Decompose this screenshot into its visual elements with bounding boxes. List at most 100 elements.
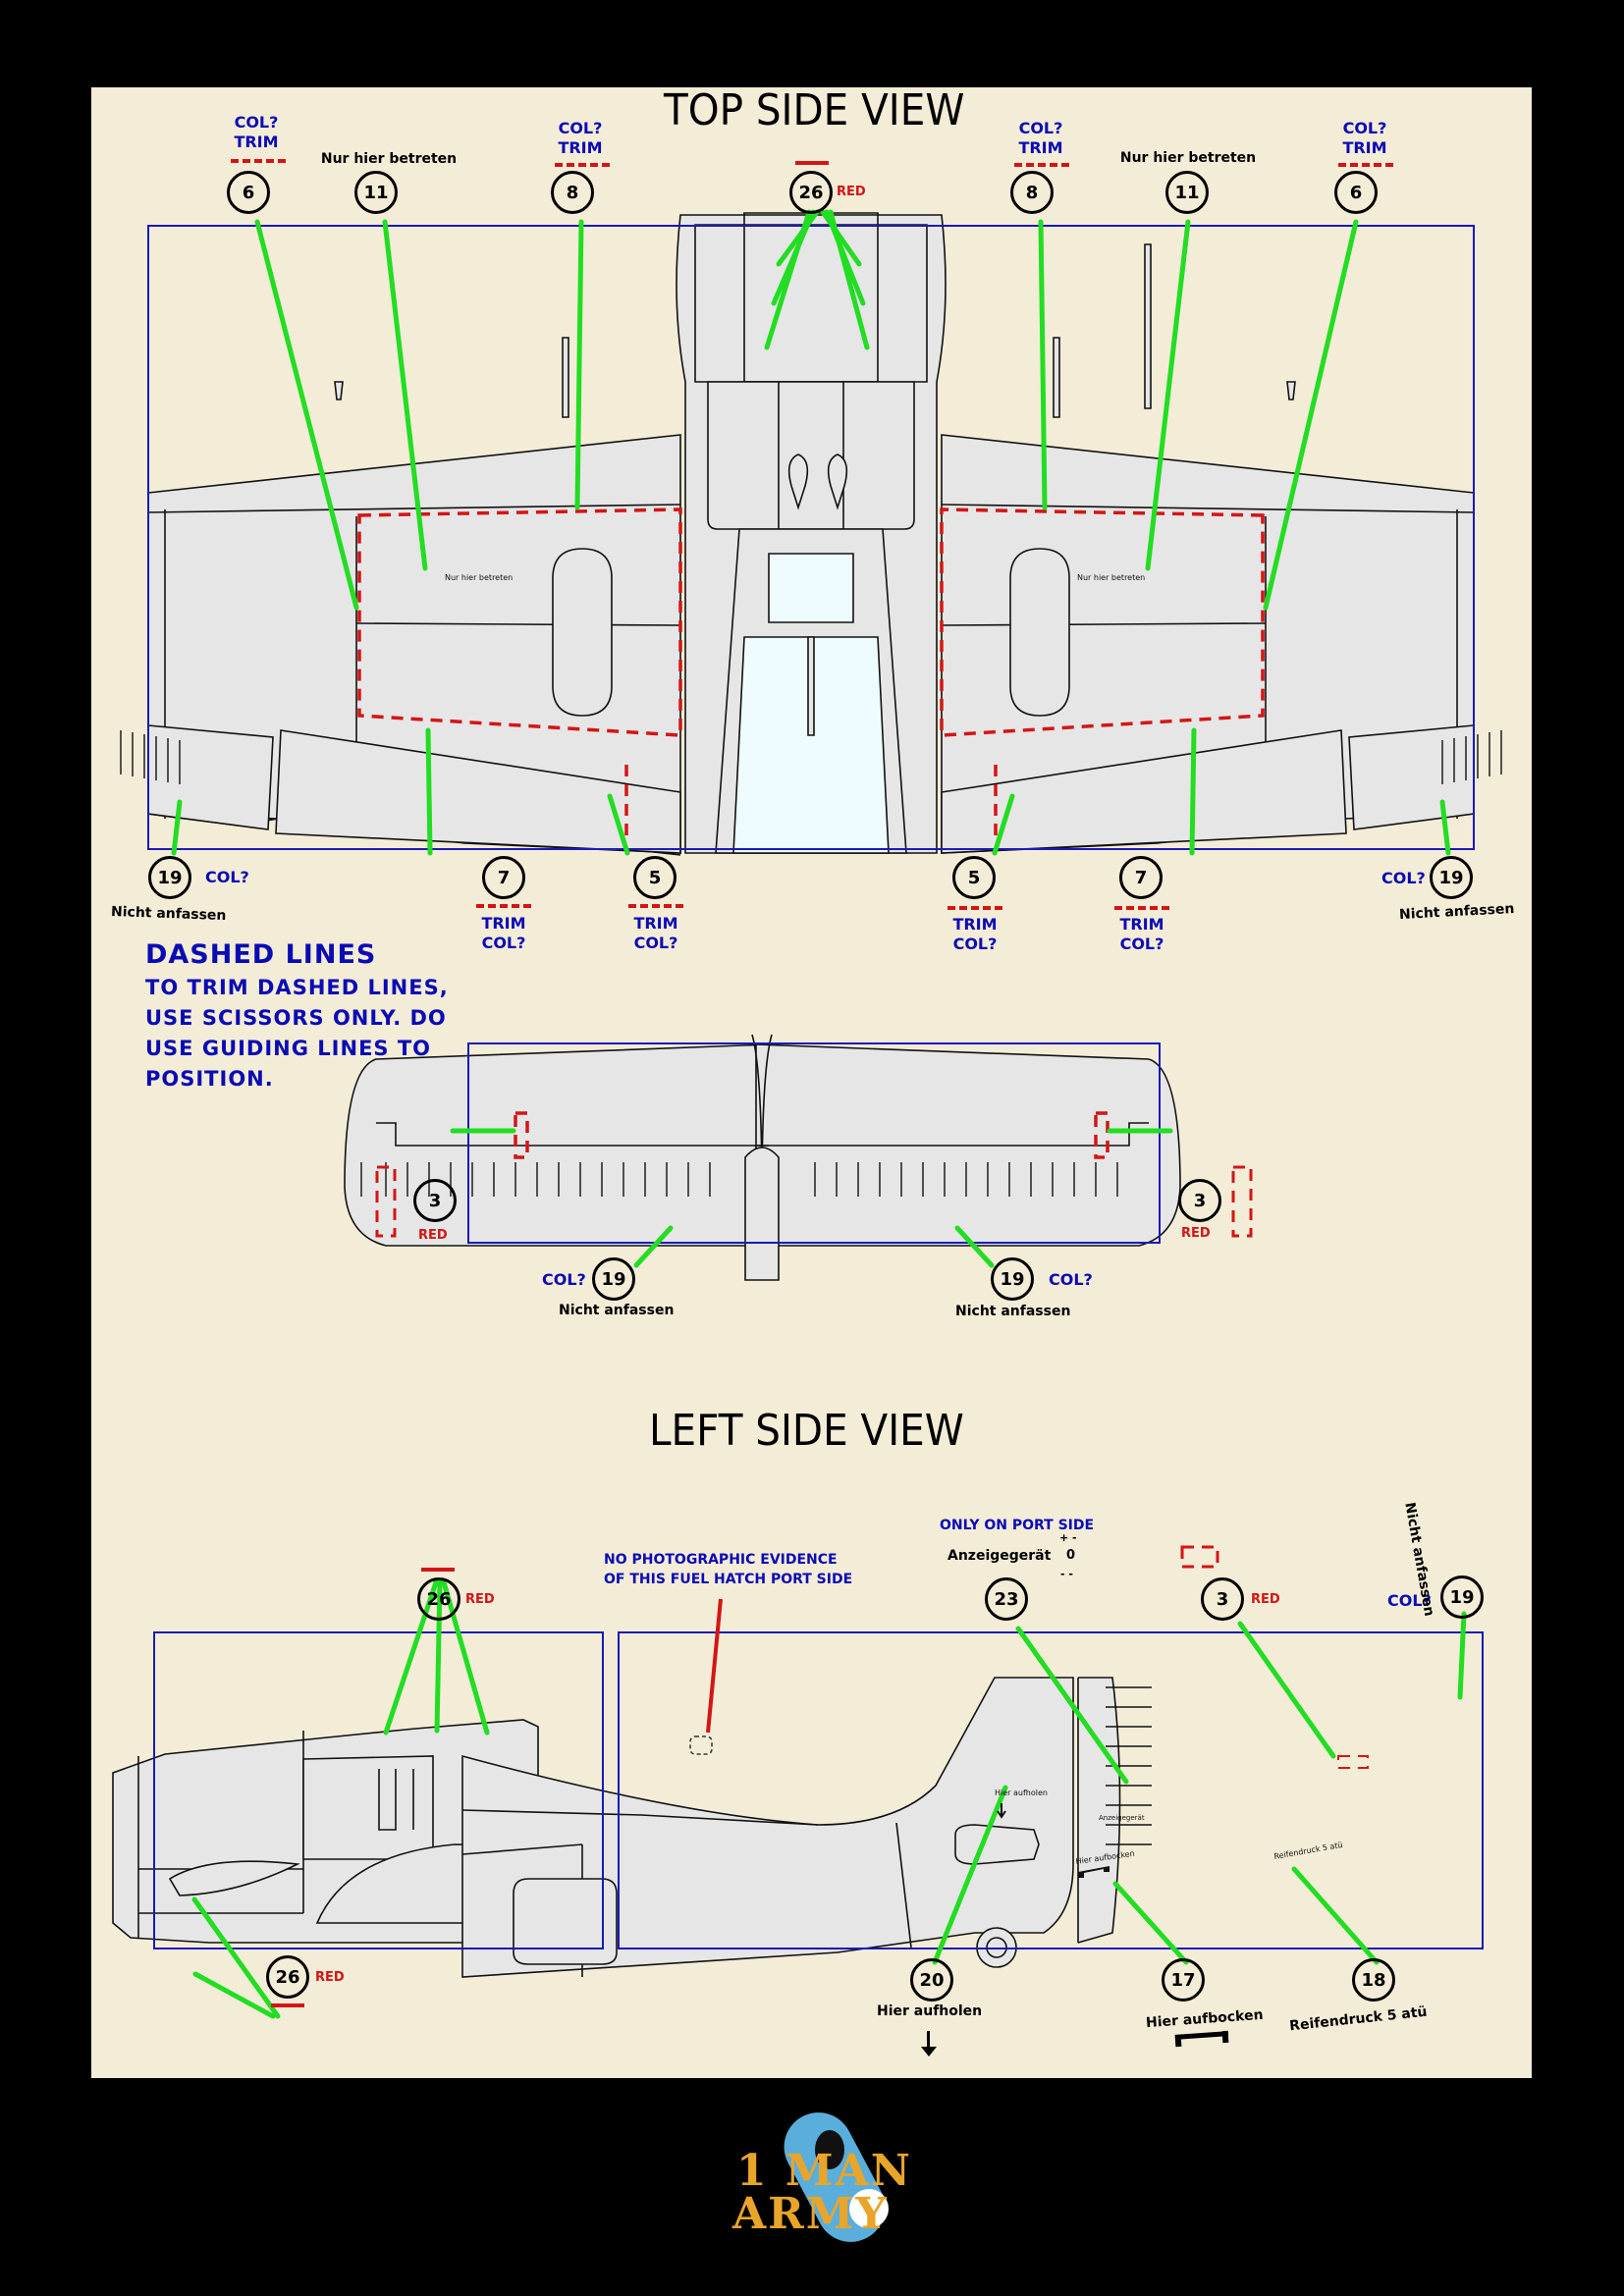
stencil-reifendruck: Reifendruck 5 atü bbox=[1273, 1841, 1343, 1861]
callout-8: 8 bbox=[551, 171, 594, 214]
solid-red-marker bbox=[271, 2003, 304, 2007]
callout-19: 19 bbox=[148, 856, 191, 899]
callout-17: 17 bbox=[1162, 1958, 1205, 2002]
stencil-anzeigegeraet: Anzeigegerät bbox=[1099, 1814, 1145, 1822]
label-col-trim: COL?TRIM bbox=[1018, 119, 1063, 157]
gauge-zero: 0 bbox=[1066, 1548, 1076, 1563]
port-side-note: ONLY ON PORT SIDE bbox=[940, 1518, 1095, 1533]
jack-bracket-left-leg bbox=[1174, 2034, 1182, 2048]
trim-dash-marker bbox=[947, 906, 1002, 910]
top-view-title: TOP SIDE VIEW bbox=[664, 85, 965, 135]
callout-3: 3 bbox=[1201, 1577, 1244, 1621]
down-arrow-head-icon bbox=[921, 2047, 937, 2056]
callout-19: 19 bbox=[592, 1257, 635, 1301]
solid-red-marker bbox=[795, 161, 829, 165]
trim-dash-marker bbox=[231, 159, 286, 163]
tail-view-frame bbox=[467, 1042, 1161, 1244]
trim-dash-marker bbox=[1338, 163, 1393, 167]
left-view-title: LEFT SIDE VIEW bbox=[649, 1406, 964, 1456]
gauge-plus-minus: + - bbox=[1059, 1531, 1077, 1544]
caption-nicht-anfassen: Nicht anfassen bbox=[559, 1303, 675, 1318]
callout-26: 26 bbox=[789, 171, 833, 214]
callout-5: 5 bbox=[633, 856, 677, 899]
wing-stencil-left: Nur hier betreten bbox=[445, 573, 513, 582]
callout-19: 19 bbox=[991, 1257, 1034, 1301]
tag-red: RED bbox=[837, 185, 866, 199]
trim-box-marker bbox=[1182, 1547, 1218, 1567]
tag-col: COL? bbox=[1387, 1591, 1432, 1610]
caption-nur-hier-betreten: Nur hier betreten bbox=[1119, 150, 1257, 166]
label-col-trim: COL?TRIM bbox=[1342, 119, 1387, 157]
note-line: POSITION. bbox=[145, 1067, 274, 1091]
wing-stencil-right: Nur hier betreten bbox=[1077, 573, 1145, 582]
note-line: USE GUIDING LINES TO bbox=[145, 1037, 432, 1060]
callout-8: 8 bbox=[1010, 171, 1054, 214]
callout-19: 19 bbox=[1430, 856, 1473, 899]
callout-3: 3 bbox=[1178, 1179, 1221, 1222]
callout-26: 26 bbox=[266, 1955, 309, 1999]
callout-5: 5 bbox=[952, 856, 996, 899]
top-view-aircraft bbox=[147, 212, 1475, 856]
callout-6: 6 bbox=[1334, 171, 1378, 214]
callout-7: 7 bbox=[1119, 856, 1163, 899]
callout-7: 7 bbox=[482, 856, 525, 899]
logo-cloud bbox=[849, 2189, 889, 2228]
label-col-trim: COL?TRIM bbox=[234, 113, 279, 151]
caption-hier-aufholen: Hier aufholen bbox=[877, 2003, 983, 2019]
label-col-trim: COL?TRIM bbox=[558, 119, 603, 157]
down-arrow-icon bbox=[927, 2031, 930, 2051]
drawing-canvas: Nur hier betreten Nur hier betreten Hier… bbox=[112, 209, 1502, 2019]
jack-point-mark bbox=[1078, 1866, 1110, 1878]
tag-red: RED bbox=[418, 1228, 448, 1243]
note-line: TO TRIM DASHED LINES, bbox=[145, 976, 449, 999]
left-view-rear-frame bbox=[153, 1631, 604, 1949]
callout-18: 18 bbox=[1352, 1958, 1395, 2002]
tag-col: COL? bbox=[1049, 1270, 1093, 1289]
tag-red: RED bbox=[1251, 1592, 1280, 1607]
stencil-hier-aufholen: Hier aufholen bbox=[995, 1789, 1048, 1797]
note-heading: DASHED LINES bbox=[145, 939, 377, 970]
instruction-sheet: TOP SIDE VIEW LEFT SIDE VIEW bbox=[91, 85, 1532, 2078]
solid-red-marker bbox=[421, 1568, 455, 1572]
brand-logo: 1 MAN ARMY bbox=[707, 2100, 933, 2255]
left-view-main-frame bbox=[618, 1631, 1484, 1949]
callout-11: 11 bbox=[1165, 171, 1209, 214]
trim-dash-marker bbox=[1114, 906, 1169, 910]
tag-col: COL? bbox=[1381, 869, 1426, 887]
jack-bracket-right-leg bbox=[1221, 2030, 1229, 2044]
trim-dash-marker bbox=[555, 163, 610, 167]
callout-6: 6 bbox=[227, 171, 270, 214]
tag-red: RED bbox=[465, 1592, 495, 1607]
left-view-main-fuselage bbox=[461, 1677, 1121, 1978]
callout-23: 23 bbox=[985, 1577, 1028, 1621]
callout-26: 26 bbox=[417, 1577, 460, 1621]
top-view-frame bbox=[147, 225, 1475, 850]
caption-nicht-anfassen: Nicht anfassen bbox=[955, 1304, 1071, 1319]
trim-dash-marker bbox=[1014, 163, 1069, 167]
dashed-lines-note: DASHED LINES TO TRIM DASHED LINES, USE S… bbox=[145, 937, 449, 1095]
note-line: USE SCISSORS ONLY. DO bbox=[145, 1006, 447, 1030]
caption-nicht-anfassen: Nicht anfassen bbox=[110, 903, 227, 925]
tag-red: RED bbox=[1181, 1226, 1211, 1241]
tag-col: COL? bbox=[542, 1270, 586, 1289]
tag-col: COL? bbox=[205, 868, 249, 886]
trim-dash-marker bbox=[628, 904, 683, 908]
logo-text-line1: 1 MAN bbox=[736, 2146, 912, 2196]
callout-20: 20 bbox=[910, 1958, 953, 2002]
hoist-arrow-mark bbox=[997, 1803, 1006, 1819]
callout-3: 3 bbox=[413, 1179, 457, 1222]
logo-eagle-silhouette bbox=[815, 2130, 844, 2169]
gauge-label: Anzeigegerät bbox=[947, 1548, 1052, 1564]
caption-nur-hier-betreten: Nur hier betreten bbox=[320, 151, 458, 167]
logo-text-line2: ARMY bbox=[732, 2189, 889, 2239]
callout-11: 11 bbox=[354, 171, 398, 214]
callout-19: 19 bbox=[1440, 1575, 1484, 1619]
gauge-minus-minus: - - bbox=[1060, 1568, 1073, 1580]
trim-dash-marker bbox=[476, 904, 531, 908]
tag-red: RED bbox=[315, 1970, 345, 1985]
